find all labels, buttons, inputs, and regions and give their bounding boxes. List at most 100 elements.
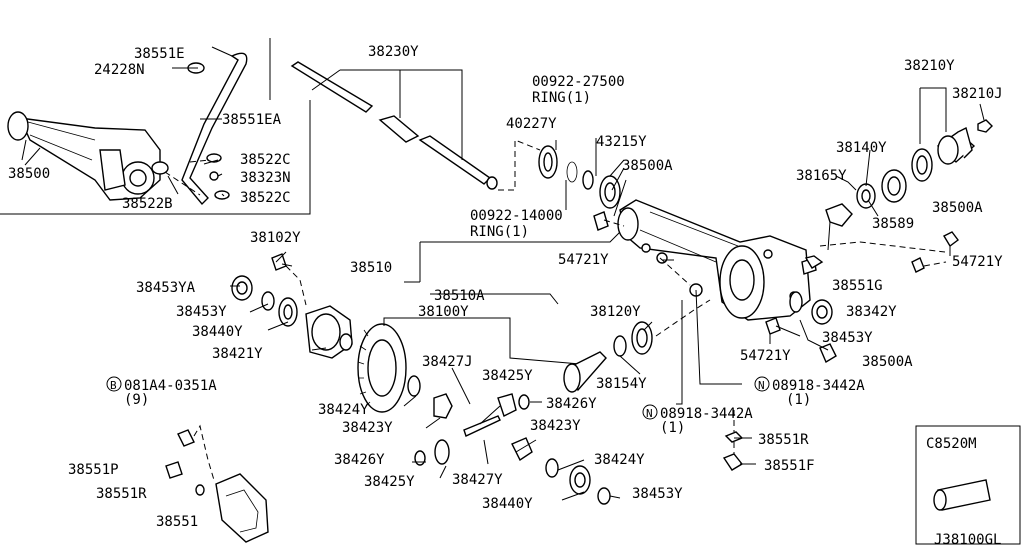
inset-part-c8520m xyxy=(933,479,991,511)
label-38424Y-1: 38424Y xyxy=(318,402,369,418)
label-54721Y-3: 54721Y xyxy=(740,348,791,364)
label-38522C-1: 38522C xyxy=(240,152,291,168)
inset-frame-upper-left xyxy=(0,38,311,215)
side-gear-38423Y-b xyxy=(511,437,533,462)
label-38551R-left: 38551R xyxy=(96,486,147,502)
plug-38551F xyxy=(722,453,744,471)
collar-38165Y xyxy=(825,203,853,227)
label-38230Y: 38230Y xyxy=(368,44,419,60)
label-ring-1b: RING(1) xyxy=(470,224,529,240)
shim-38154Y xyxy=(613,335,627,357)
label-38551P: 38551P xyxy=(68,462,119,478)
label-08918-3442A-1: 08918-3442A xyxy=(772,378,865,394)
label-38102Y: 38102Y xyxy=(250,230,301,246)
label-38120Y: 38120Y xyxy=(590,304,641,320)
cover-38551 xyxy=(215,473,269,543)
label-38522B: 38522B xyxy=(122,196,173,212)
label-38100Y: 38100Y xyxy=(418,304,469,320)
label-081A4-0351A: 081A4-0351A xyxy=(124,378,217,394)
bolt-38500A-top xyxy=(593,211,609,231)
b-circle xyxy=(106,376,122,392)
label-38500A-3: 38500A xyxy=(862,354,913,370)
label-40227Y: 40227Y xyxy=(506,116,557,132)
label-38323N: 38323N xyxy=(240,170,291,186)
label-38424Y-2: 38424Y xyxy=(594,452,645,468)
label-38423Y-1: 38423Y xyxy=(342,420,393,436)
washer-38551R-left xyxy=(195,484,205,496)
label-38426Y-2: 38426Y xyxy=(334,452,385,468)
label-38423Y-2: 38423Y xyxy=(530,418,581,434)
label-38210J: 38210J xyxy=(952,86,1003,102)
ring-gear-38100Y xyxy=(357,323,407,413)
nut-38210J xyxy=(977,119,993,133)
label-38421Y: 38421Y xyxy=(212,346,263,362)
axle-assembly-illustration xyxy=(7,111,161,201)
axle-housing-illustration xyxy=(617,199,817,321)
label-38440Y-left: 38440Y xyxy=(192,324,243,340)
washer-38551R-right xyxy=(724,431,744,443)
label-38427Y: 38427Y xyxy=(452,472,503,488)
label-qty-1a: (1) xyxy=(786,392,811,408)
label-38425Y-1: 38425Y xyxy=(482,368,533,384)
label-38140Y: 38140Y xyxy=(836,140,887,156)
label-54721Y-2: 54721Y xyxy=(952,254,1003,270)
oring-38453Y-bottom xyxy=(597,487,611,505)
label-38551F: 38551F xyxy=(764,458,815,474)
side-gear-38425Y-b xyxy=(434,439,450,465)
n-circle-1 xyxy=(754,376,770,392)
bolt-081A4 xyxy=(177,429,195,447)
label-00922-14000: 00922-14000 xyxy=(470,208,563,224)
label-qty-9: (9) xyxy=(124,392,149,408)
bolt-38102Y xyxy=(271,253,287,271)
n-circle-2-letter: N xyxy=(646,407,653,420)
n-circle-1-letter: N xyxy=(758,379,765,392)
label-38453Y-right: 38453Y xyxy=(822,330,873,346)
label-38425Y-2: 38425Y xyxy=(364,474,415,490)
label-38551G: 38551G xyxy=(832,278,883,294)
label-38426Y-1: 38426Y xyxy=(546,396,597,412)
label-38154Y: 38154Y xyxy=(596,376,647,392)
washer-38426Y-b xyxy=(414,450,426,466)
breather-38551G xyxy=(804,255,824,269)
diff-case-38421Y xyxy=(305,305,353,359)
drive-pinion-illustration xyxy=(563,351,607,393)
label-38500: 38500 xyxy=(8,166,50,182)
label-38510: 38510 xyxy=(350,260,392,276)
label-c8520m: C8520M xyxy=(926,436,977,452)
label-38551: 38551 xyxy=(156,514,198,530)
label-43215Y: 43215Y xyxy=(596,134,647,150)
bolt-38500A-right xyxy=(943,231,959,248)
label-38210Y: 38210Y xyxy=(904,58,955,74)
plug-38551P xyxy=(165,461,183,479)
oring-38453Y-left xyxy=(261,291,275,311)
label-08918-3442A-2: 08918-3442A xyxy=(660,406,753,422)
label-00922-27500: 00922-27500 xyxy=(532,74,625,90)
label-38342Y: 38342Y xyxy=(846,304,897,320)
label-38522C-2: 38522C xyxy=(240,190,291,206)
axle-shaft-illustration xyxy=(290,61,498,190)
label-38427J: 38427J xyxy=(422,354,473,370)
diagram-code: J38100GL xyxy=(934,532,1001,548)
pinion-shaft-38427Y xyxy=(463,415,501,437)
label-38453Y-left: 38453Y xyxy=(176,304,227,320)
label-38453YA: 38453YA xyxy=(136,280,196,296)
label-ring-1a: RING(1) xyxy=(532,90,591,106)
ring-00922-27500 xyxy=(582,170,594,190)
thrust-washer-38424Y-b xyxy=(545,458,559,478)
b-circle-letter: B xyxy=(110,379,117,392)
label-38510A: 38510A xyxy=(434,288,485,304)
ring-00922-14000 xyxy=(566,161,578,183)
label-38500A-1: 38500A xyxy=(622,158,673,174)
thrust-washer-38424Y-a xyxy=(407,375,421,397)
label-54721Y-1: 54721Y xyxy=(558,252,609,268)
plug-54721Y-a xyxy=(641,243,651,253)
plug-54721Y-bottom xyxy=(765,317,781,335)
n-circle-2 xyxy=(642,404,658,420)
oring-38453Y-right xyxy=(789,291,803,313)
pinion-flange-illustration xyxy=(936,126,976,165)
label-38165Y: 38165Y xyxy=(796,168,847,184)
side-gear-38425Y-a xyxy=(497,393,517,417)
label-38500A-2: 38500A xyxy=(932,200,983,216)
